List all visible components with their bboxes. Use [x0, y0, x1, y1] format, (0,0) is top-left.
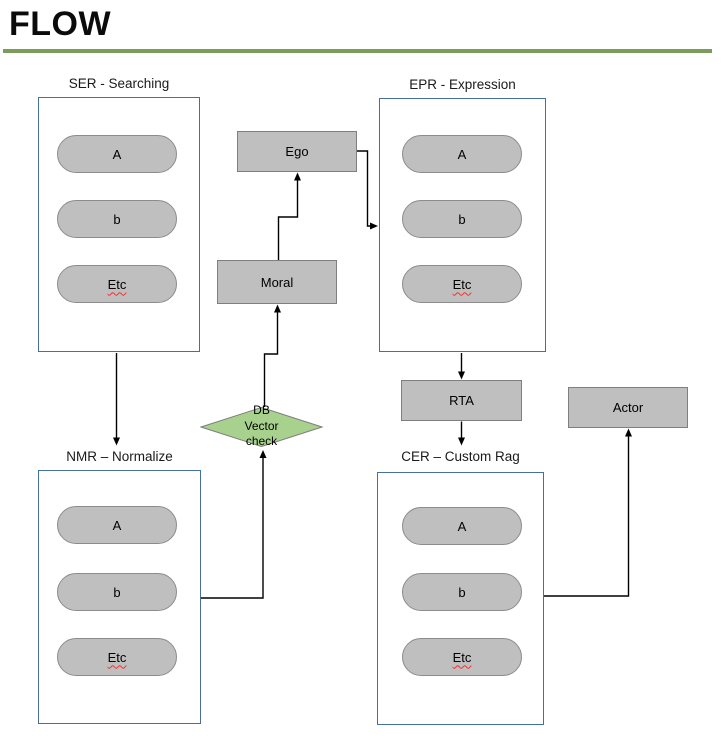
diamond-shape-icon: [199, 406, 324, 448]
epr-item-a: A: [402, 135, 522, 173]
arrow-moral-to-ego: [277, 172, 301, 260]
cer-item-a: A: [402, 507, 522, 545]
cer-item-a-label: A: [457, 518, 467, 534]
arrow-nmr-to-check: [201, 450, 267, 599]
node-ego-label: Ego: [285, 144, 309, 159]
nmr-item-etc-label: Etc: [107, 649, 127, 665]
nmr-item-b-label: b: [113, 584, 121, 600]
ser-item-etc-label: Etc: [107, 276, 127, 292]
nmr-item-b: b: [57, 573, 177, 611]
group-label-cer: CER – Custom Rag: [401, 449, 520, 464]
node-moral: Moral: [217, 260, 337, 304]
arrow-check-to-moral: [263, 304, 281, 407]
node-ego: Ego: [237, 131, 357, 172]
cer-item-etc: Etc: [402, 638, 522, 676]
epr-item-etc-label: Etc: [452, 276, 472, 292]
group-label-epr: EPR - Expression: [409, 77, 516, 92]
page-title: FLOW: [9, 5, 112, 43]
arrow-ego-to-epr: [357, 150, 378, 230]
node-db-vector-check-label: DB Vector check: [244, 403, 279, 448]
ser-item-b-label: b: [113, 211, 121, 227]
epr-item-a-label: A: [457, 146, 467, 162]
group-label-ser: SER - Searching: [68, 76, 170, 91]
epr-item-etc: Etc: [402, 265, 522, 303]
ser-item-a-label: A: [112, 146, 122, 162]
title-divider: [3, 49, 712, 53]
epr-item-b: b: [402, 200, 522, 238]
nmr-item-a: A: [57, 506, 177, 544]
nmr-item-etc: Etc: [57, 638, 177, 676]
node-db-vector-check: DB Vector check: [199, 403, 324, 448]
ser-item-a: A: [57, 135, 177, 173]
node-rta: RTA: [401, 380, 522, 421]
cer-item-etc-label: Etc: [452, 649, 472, 665]
nmr-item-a-label: A: [112, 517, 122, 533]
node-moral-label: Moral: [260, 274, 294, 290]
cer-item-b-label: b: [458, 584, 466, 600]
cer-item-b: b: [402, 573, 522, 611]
ser-item-b: b: [57, 200, 177, 238]
node-actor: Actor: [568, 387, 688, 428]
group-label-nmr: NMR – Normalize: [66, 449, 173, 464]
node-actor-label: Actor: [612, 400, 644, 415]
node-rta-label: RTA: [449, 393, 474, 408]
epr-item-b-label: b: [458, 211, 466, 227]
ser-item-etc: Etc: [57, 265, 177, 303]
arrow-cer-to-actor: [544, 428, 632, 597]
